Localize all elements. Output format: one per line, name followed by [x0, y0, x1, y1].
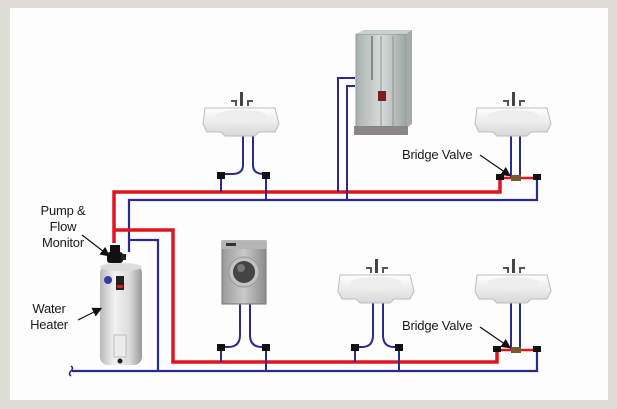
pump-label-line2: Flow Monitor — [42, 219, 84, 250]
heater-arrow — [77, 307, 103, 321]
bridge-valve-upper-label: Bridge Valve — [402, 147, 473, 162]
bridge-valve-lower-label: Bridge Valve — [402, 318, 473, 333]
shower-pipe-cold — [346, 85, 355, 200]
sink-upper-right — [474, 92, 552, 137]
pump-arrow — [81, 234, 110, 257]
pump-label-line1: Pump & — [40, 203, 86, 218]
bridge-valve-upper-arrow — [479, 154, 511, 177]
hot-supply-upper — [112, 178, 502, 243]
washing-machine — [221, 240, 267, 305]
water-heater — [100, 263, 142, 365]
heater-label: Water Heater — [24, 301, 74, 333]
cold-return-upper — [127, 178, 539, 252]
sink-lower-middle — [337, 259, 415, 304]
pump-flow-monitor — [107, 245, 126, 263]
cold-inlet-squiggle — [68, 365, 74, 377]
bridge-valve-upper-body — [511, 175, 521, 181]
cold-return-lower — [130, 238, 160, 371]
shutoff-valves — [217, 172, 541, 352]
hot-supply-lower — [114, 228, 499, 364]
shower — [354, 30, 412, 135]
plumbing-diagram: Pump & Flow Monitor Water Heater Bridge … — [10, 8, 608, 400]
sink-lower-right — [474, 259, 552, 304]
bridge-valve-lower-body — [511, 347, 521, 353]
shower-pipe-hot — [337, 77, 355, 192]
cold-main-bottom — [72, 350, 539, 373]
heater-label-line1: Water — [32, 301, 66, 316]
heater-label-line2: Heater — [30, 317, 68, 332]
sink-upper-left — [202, 92, 280, 137]
pump-label: Pump & Flow Monitor — [28, 203, 98, 251]
bridge-valve-lower-arrow — [479, 326, 511, 349]
